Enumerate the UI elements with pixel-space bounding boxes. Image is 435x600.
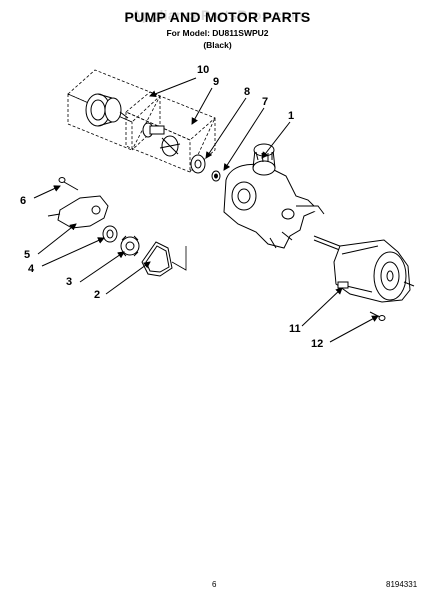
part-5-bracket	[47, 195, 109, 229]
leader-lines	[33, 77, 379, 343]
callout-1: 1	[288, 110, 295, 122]
group-box-9	[125, 91, 216, 173]
callout-6: 6	[20, 195, 27, 207]
part-11-motor	[333, 239, 415, 303]
model-line: For Model: DU811SWPU2	[166, 28, 269, 38]
assembly-centerline	[171, 246, 187, 271]
page-title: PUMP AND MOTOR PARTS	[124, 9, 311, 25]
callout-2: 2	[94, 289, 101, 301]
part-2-gasket	[141, 241, 173, 277]
part-4-bearing	[102, 225, 118, 243]
part-12-screw	[369, 311, 386, 321]
part-8-seal	[190, 154, 206, 174]
callout-8: 8	[244, 86, 251, 98]
watermark: AppliancePartsPros.com	[131, 7, 304, 23]
color-line: (Black)	[203, 40, 232, 50]
part-7-washer	[211, 170, 221, 182]
callout-7: 7	[262, 96, 269, 108]
page-number: 6	[212, 580, 217, 589]
callout-11: 11	[289, 323, 301, 335]
document-number: 8194331	[386, 580, 418, 589]
part-10-housing	[85, 93, 129, 127]
part-3-seal	[120, 235, 140, 257]
part-9-chopper	[142, 122, 181, 157]
callout-4: 4	[28, 263, 35, 275]
callout-10: 10	[197, 64, 210, 76]
callout-9: 9	[213, 76, 220, 88]
part-6-screw	[58, 177, 79, 191]
callout-3: 3	[66, 276, 73, 288]
callout-5: 5	[24, 249, 31, 261]
part-1-pump-housing	[223, 143, 325, 249]
callout-12: 12	[311, 338, 324, 350]
